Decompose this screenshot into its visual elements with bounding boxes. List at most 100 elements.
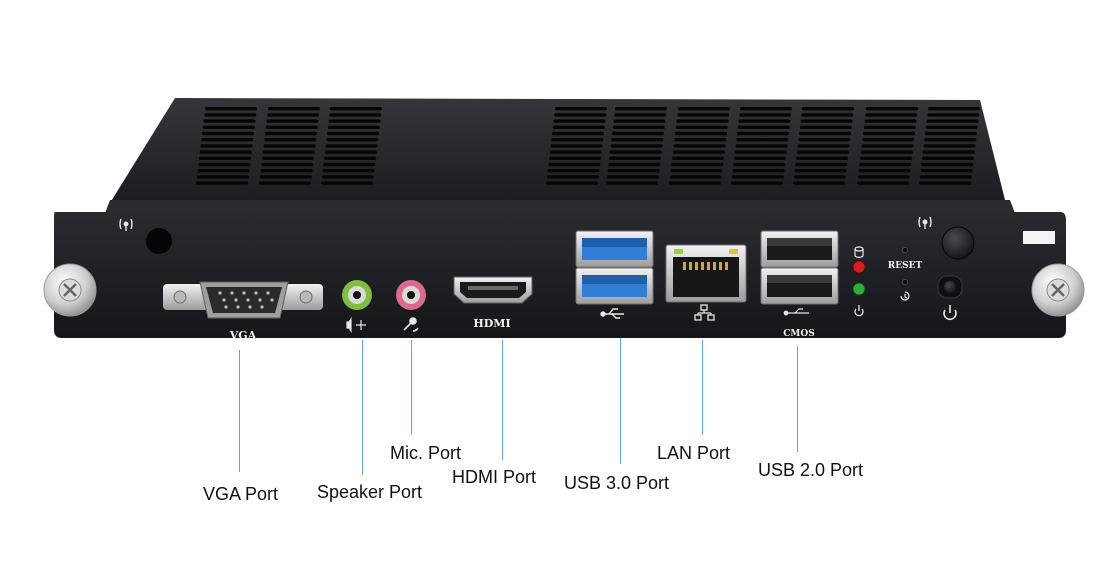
vent-slot	[736, 138, 789, 142]
vent-slot	[861, 144, 914, 148]
chassis-top	[110, 98, 1005, 203]
vent-slot	[554, 113, 607, 117]
vent-slot	[610, 144, 663, 148]
usb3-leader-line	[620, 338, 621, 464]
lan-leader-line	[702, 340, 703, 435]
vent-slot	[731, 175, 784, 179]
vent-slot	[678, 107, 730, 111]
vent-slot	[863, 131, 915, 136]
vent-slot	[196, 181, 249, 185]
vent-slot	[549, 156, 601, 160]
vent-slot	[921, 162, 974, 167]
vent-slot	[860, 150, 913, 154]
vent-slot	[324, 156, 376, 160]
hdmi-connector	[453, 276, 533, 304]
usb3-port-label: USB 3.0 Port	[564, 473, 670, 493]
vent-slot	[859, 162, 912, 167]
vent-slot	[922, 150, 975, 154]
vent-slot	[608, 162, 661, 167]
vent-slot	[734, 150, 787, 154]
vent-slot	[259, 181, 312, 185]
vent-slot	[858, 169, 911, 173]
vent-slot	[555, 107, 607, 111]
vent-slot	[204, 113, 257, 117]
vent-slot	[546, 175, 599, 179]
vent-slot	[865, 113, 918, 117]
vent-slot	[927, 113, 980, 117]
mic-leader-line	[411, 340, 412, 435]
vent-slot	[793, 175, 846, 179]
vent-slot	[732, 169, 785, 173]
wifi-antenna-icon	[119, 218, 133, 231]
vent-slot	[612, 131, 664, 136]
vent-slot	[669, 175, 722, 179]
wifi-antenna-icon	[918, 216, 932, 229]
vent-slot	[673, 144, 726, 148]
vent-slot	[329, 113, 382, 117]
vent-slot	[327, 125, 380, 129]
vent-slot	[550, 144, 603, 148]
mic-port-label: Mic. Port	[390, 443, 462, 463]
vent-slot	[734, 156, 786, 160]
vent-slot	[547, 169, 600, 173]
vent-slot	[548, 162, 601, 167]
vent-slot	[265, 131, 317, 136]
vent-slot	[552, 131, 604, 136]
vent-slot	[675, 125, 728, 129]
speaker-leader-line	[362, 340, 363, 475]
power-led-icon	[854, 305, 864, 317]
cmos-panel-label: CMOS	[783, 329, 814, 339]
vent-slot	[328, 119, 381, 123]
usb-superspeed-icon	[783, 308, 809, 316]
vent-slot	[672, 156, 724, 160]
power-icon	[943, 305, 957, 321]
speaker-port-label: Speaker Port	[317, 482, 423, 502]
vent-slot	[857, 181, 910, 185]
network-icon	[694, 304, 715, 321]
vent-slot	[326, 138, 379, 142]
vent-slot	[262, 156, 314, 160]
vent-slot	[923, 144, 976, 148]
vent-slot	[611, 138, 664, 142]
vent-slot	[862, 138, 915, 142]
antenna-hole	[146, 228, 172, 254]
vent-slot	[330, 107, 382, 111]
vent-slot	[926, 119, 979, 123]
vent-slot	[919, 175, 972, 179]
vent-slot	[324, 150, 377, 154]
vent-slot	[261, 162, 314, 167]
vent-slot	[672, 150, 725, 154]
usb2-port-label: USB 2.0 Port	[758, 460, 864, 480]
vent-slot	[198, 162, 251, 167]
usb3-ports	[575, 230, 654, 305]
vent-slot	[202, 131, 254, 136]
vent-slot	[265, 125, 318, 129]
hdmi-leader-line	[502, 340, 503, 460]
mic-jack	[396, 280, 426, 310]
vent-slot	[551, 138, 604, 142]
label-sticker	[1023, 231, 1055, 244]
vent-slot	[546, 181, 599, 185]
vent-slot	[199, 150, 252, 154]
vent-slot	[607, 169, 660, 173]
vent-slot	[266, 119, 319, 123]
vent-slot	[799, 125, 852, 129]
vent-slot	[199, 156, 251, 160]
vent-slot	[857, 175, 910, 179]
vent-slot	[794, 169, 847, 173]
vent-slot	[202, 125, 255, 129]
vent-slot	[733, 162, 786, 167]
vent-slot	[205, 107, 257, 111]
vent-slot	[799, 131, 851, 136]
power-button	[937, 275, 963, 299]
vent-slot	[263, 144, 316, 148]
cmos-pinhole	[901, 278, 909, 286]
vent-slot	[737, 131, 789, 136]
right-thumb-screw	[1031, 263, 1085, 317]
hdmi-port-label: HDMI Port	[452, 467, 537, 487]
reset-panel-label: RESET	[888, 261, 923, 271]
vent-slot	[797, 144, 850, 148]
vent-slot	[615, 107, 667, 111]
hdd-led-icon	[854, 246, 864, 259]
